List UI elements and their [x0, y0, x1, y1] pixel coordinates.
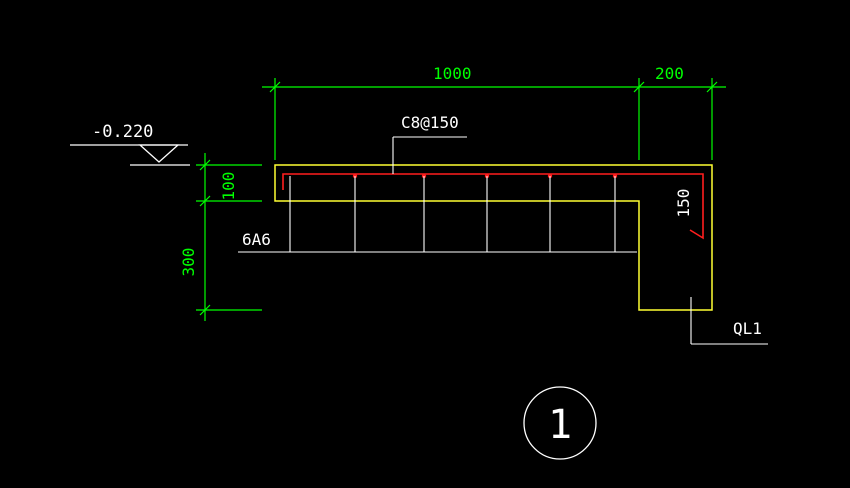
beam-label-leader [690, 297, 768, 345]
concrete-outline [274, 164, 713, 311]
top-bars-label: C8@150 [401, 113, 459, 132]
dim-tick-right [706, 81, 718, 93]
dimension-beam-depth: 300 [179, 248, 198, 277]
elevation-marker: -0.220 [70, 122, 190, 166]
top-rebar-line [282, 173, 704, 240]
detail-number-circle [523, 386, 597, 460]
distribution-bars [238, 176, 637, 253]
dimension-hook-length: 150 [674, 189, 693, 218]
detail-number: 1 [548, 402, 572, 448]
left-dimension [196, 153, 262, 321]
top-rebar [282, 173, 704, 240]
dimension-width-side: 200 [655, 64, 684, 83]
top-dimension [262, 78, 726, 160]
dim-tick-middle [633, 81, 645, 93]
dim-tick-left [269, 81, 281, 93]
dim-tick-mid [199, 195, 211, 207]
dim-tick-bottom [199, 304, 211, 316]
top-bars-leader [392, 136, 467, 174]
dim-tick-top [199, 159, 211, 171]
dimension-width-main: 1000 [433, 64, 472, 83]
distribution-bars-label: 6A6 [242, 230, 271, 249]
elevation-label: -0.220 [92, 122, 153, 142]
elevation-triangle-icon [138, 144, 180, 163]
dimension-slab-thickness: 100 [219, 172, 238, 201]
beam-label: QL1 [733, 319, 762, 338]
